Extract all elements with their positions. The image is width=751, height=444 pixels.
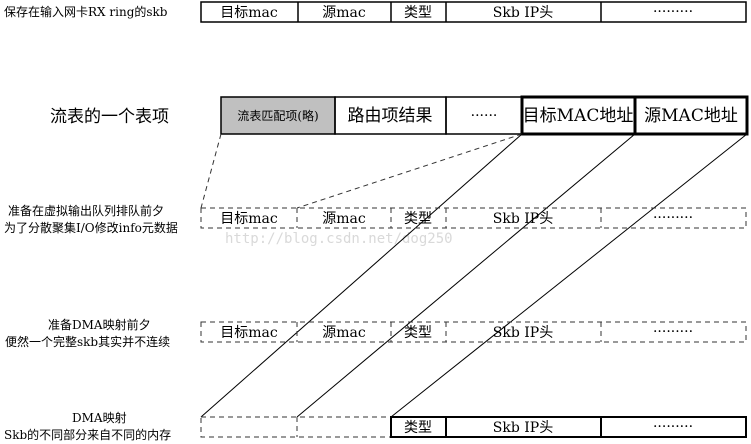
bd-cell-type: 类型: [404, 325, 432, 341]
before-queue-label-2: 为了分散聚集I/O修改info元数据: [4, 220, 178, 235]
bd-cell-more: ·········: [653, 324, 693, 340]
dma-cell-type: 类型: [404, 420, 432, 436]
bq-cell-ip-header: Skb IP头: [493, 211, 553, 227]
rx-ring-label: 保存在输入网卡RX ring的skb: [4, 4, 168, 19]
rx-cell-dst-mac: 目标mac: [220, 5, 278, 21]
watermark: http://blog.csdn.net/dog250: [225, 231, 453, 247]
before-dma-label-2: 便然一个完整skb其实并不连续: [5, 334, 170, 349]
rx-cell-type: 类型: [404, 5, 432, 21]
bq-cell-type: 类型: [404, 211, 432, 227]
bd-cell-dst-mac: 目标mac: [220, 325, 278, 341]
dma-solid-part: [390, 416, 747, 438]
rx-cell-more: ·········: [653, 4, 693, 20]
before-dma-labels: 准备DMA映射前夕 便然一个完整skb其实并不连续: [5, 317, 170, 349]
flow-cell-route: 路由项结果: [348, 106, 433, 126]
flow-cell-src-mac: 源MAC地址: [644, 106, 738, 126]
dma-dashed-part: [200, 416, 392, 438]
before-dma-label-1: 准备DMA映射前夕: [48, 317, 151, 332]
flow-cell-more: ······: [471, 108, 498, 124]
flow-cell-dst-mac: 目标MAC地址: [523, 106, 634, 126]
rx-cell-src-mac: 源mac: [322, 5, 366, 21]
bq-cell-src-mac: 源mac: [322, 211, 366, 227]
dma-label-1: DMA映射: [72, 410, 127, 425]
bd-cell-ip-header: Skb IP头: [493, 325, 553, 341]
flow-src-mac-cell: [633, 95, 749, 136]
rx-cell-ip-header: Skb IP头: [493, 5, 553, 21]
bd-cell-src-mac: 源mac: [322, 325, 366, 341]
before-queue-labels: 准备在虚拟输出队列排队前夕 为了分散聚集I/O修改info元数据: [4, 203, 178, 235]
bq-cell-more: ·········: [653, 210, 693, 226]
dma-labels: DMA映射 Skb的不同部分来自不同的内存: [4, 410, 171, 442]
dma-cell-ip-header: Skb IP头: [493, 420, 553, 436]
dma-cell-more: ·········: [653, 419, 693, 435]
flow-cell-match: 流表匹配项(略): [237, 108, 318, 123]
before-queue-label-1: 准备在虚拟输出队列排队前夕: [8, 203, 164, 218]
before-dma-row-box: [200, 321, 747, 343]
rx-ring-row-box: [200, 1, 747, 23]
before-queue-row-box: [200, 207, 747, 229]
dma-label-2: Skb的不同部分来自不同的内存: [4, 427, 171, 442]
flow-entry-label: 流表的一个表项: [50, 107, 169, 127]
bq-cell-dst-mac: 目标mac: [220, 211, 278, 227]
flow-match-cell: [220, 96, 336, 135]
